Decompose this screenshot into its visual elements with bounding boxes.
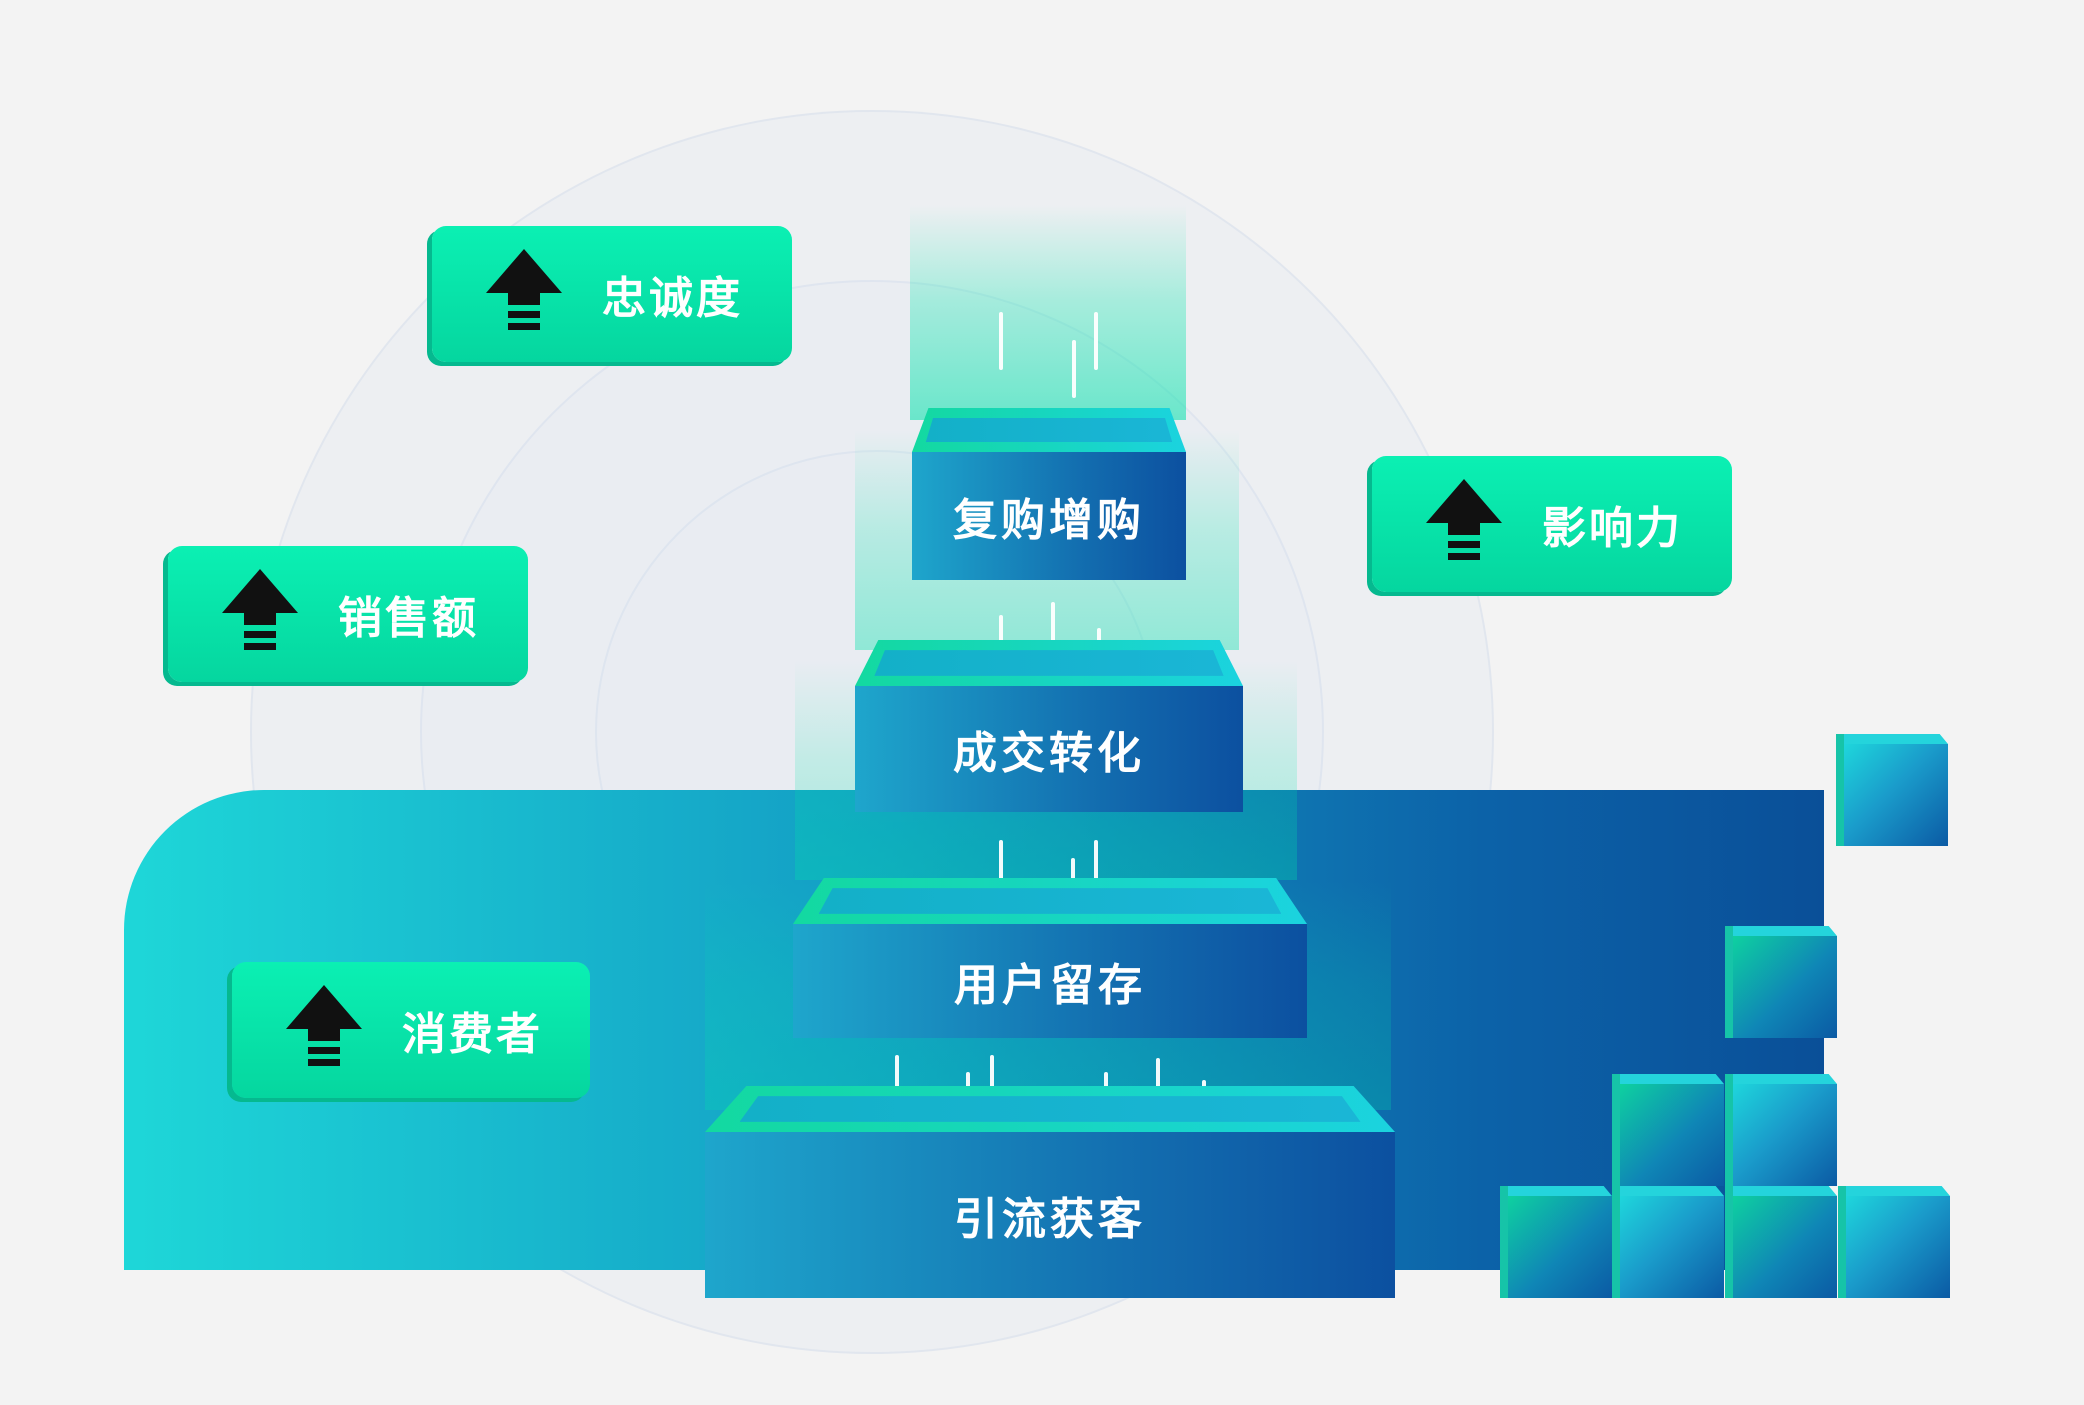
tier-label: 复购增购	[912, 452, 1186, 580]
funnel-tier: 用户留存	[793, 878, 1307, 1038]
tier-lid	[705, 1086, 1395, 1132]
arrow-up-icon	[1426, 479, 1502, 560]
badge-influence: 影响力	[1372, 456, 1732, 592]
tier-lid	[793, 878, 1307, 924]
tier-label: 引流获客	[705, 1132, 1395, 1298]
decor-cube	[1500, 1186, 1612, 1298]
decor-cube	[1612, 1186, 1724, 1298]
light-streak	[999, 615, 1003, 653]
badge-label: 销售额	[338, 593, 479, 644]
badge-loyalty: 忠诚度	[432, 226, 792, 362]
decor-cube	[1612, 1074, 1724, 1186]
badge-consumers: 消费者	[232, 962, 590, 1098]
badge-sales: 销售额	[168, 546, 528, 682]
decor-cube	[1725, 926, 1837, 1038]
badge-label: 影响力	[1542, 503, 1683, 554]
light-streak	[1094, 840, 1098, 882]
decor-cube	[1725, 1074, 1837, 1186]
arrow-up-icon	[486, 249, 562, 330]
badge-label: 忠诚度	[602, 273, 743, 324]
decor-cube	[1838, 1186, 1950, 1298]
light-streak	[1156, 1058, 1160, 1108]
light-streak	[1072, 340, 1076, 398]
light-streak	[1051, 602, 1055, 662]
tier-lid	[912, 408, 1186, 452]
arrow-up-icon	[286, 985, 362, 1066]
decor-cube	[1836, 734, 1948, 846]
light-streak	[999, 840, 1003, 882]
tier-label: 用户留存	[793, 924, 1307, 1038]
tier-label: 成交转化	[855, 686, 1243, 812]
light-streak	[1094, 312, 1098, 370]
light-streak	[999, 312, 1003, 370]
badge-label: 消费者	[402, 1009, 543, 1060]
funnel-tier: 成交转化	[855, 640, 1243, 812]
light-streak	[895, 1055, 899, 1097]
tier-lid	[855, 640, 1243, 686]
funnel-tier: 复购增购	[912, 408, 1186, 580]
funnel-tier: 引流获客	[705, 1086, 1395, 1298]
arrow-up-icon	[222, 569, 298, 650]
light-streak	[990, 1055, 994, 1097]
decor-cube	[1725, 1186, 1837, 1298]
light-beam-top	[910, 205, 1186, 420]
